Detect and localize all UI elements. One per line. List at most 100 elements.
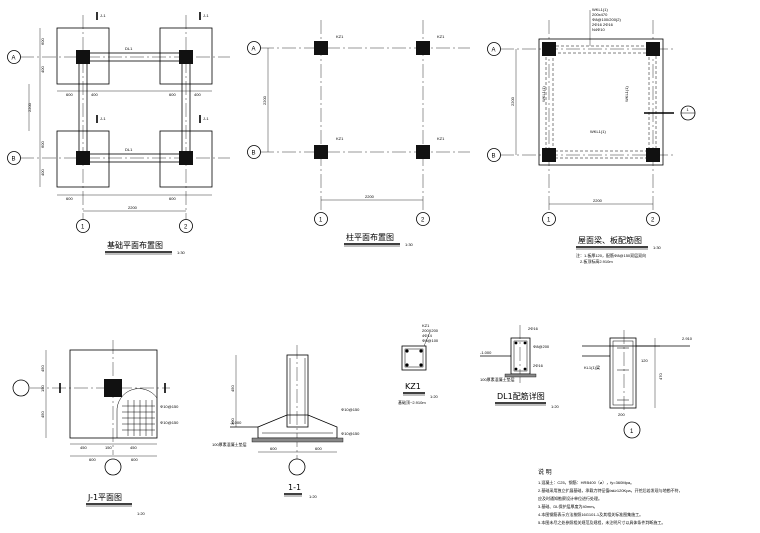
rebar-arc bbox=[116, 388, 158, 438]
dim-text: 2200 bbox=[510, 96, 515, 106]
notes-item: 4.本图钢筋表示方法按照16G101-1及其相关标准图集施工。 bbox=[538, 511, 643, 517]
dim-text: 2200 bbox=[365, 194, 375, 199]
rebar-dot bbox=[419, 363, 423, 367]
beam-spec: WKL1(1) bbox=[592, 7, 608, 12]
notes-item: 应及时通知勘察设计单位进行处理。 bbox=[538, 495, 602, 501]
dim-text: 400 bbox=[91, 92, 98, 97]
axis-bubble-a bbox=[7, 50, 21, 64]
axis-label-a: A bbox=[252, 47, 256, 53]
stirrup bbox=[513, 340, 528, 372]
rebar-label: Φ8@200 bbox=[533, 344, 550, 349]
dim-text: 600 bbox=[270, 446, 277, 451]
kz1-elev-note: 基础顶~2.910m bbox=[398, 399, 426, 405]
beam-spec: Φ8@100/200(2) bbox=[592, 17, 621, 22]
footing-section bbox=[257, 414, 338, 439]
stirrup bbox=[404, 348, 424, 368]
axis-bubble-b bbox=[487, 148, 501, 162]
beam-inner-dashed bbox=[552, 52, 650, 152]
column-kz1 bbox=[416, 145, 430, 159]
beam-label: DL1 bbox=[125, 46, 133, 51]
kz1-spec: Φ8@100 bbox=[422, 338, 439, 343]
footing-a2 bbox=[159, 27, 213, 85]
dim-text: 2200 bbox=[128, 205, 138, 210]
rebar-dot bbox=[514, 367, 518, 371]
rebar-dot bbox=[405, 349, 409, 353]
rebar-label: 2Φ16 bbox=[528, 326, 539, 331]
dim-text: 300 bbox=[230, 418, 235, 425]
beam-label: DL1 bbox=[125, 147, 133, 152]
rebar-label: Φ10@150 bbox=[341, 431, 360, 436]
column-label: KZ1 bbox=[336, 136, 344, 141]
dl1-detail-view: 2Φ16 Φ8@200 2Φ16 -1.000 100厚素混凝土垫层 DL1配筋… bbox=[480, 325, 560, 409]
roof-note: 2.板顶标高2.910m bbox=[580, 258, 613, 264]
view-title: 屋面梁、板配筋图 bbox=[578, 235, 642, 245]
view-title: DL1配筋详图 bbox=[497, 391, 545, 401]
kz1-spec: 200X200 bbox=[422, 328, 439, 333]
beam-label: WKL1(1) bbox=[624, 86, 629, 102]
dim-text: 2200 bbox=[262, 95, 267, 105]
axis-bubble-2 bbox=[416, 212, 430, 226]
axis-label-1: 1 bbox=[319, 218, 323, 224]
rebar-label: Φ10@150 bbox=[160, 404, 179, 409]
rebar-dot bbox=[405, 363, 409, 367]
view-title: 1-1 bbox=[288, 483, 301, 492]
axis-bubble bbox=[12, 379, 30, 397]
notes-item: 3.基础、DL保护层厚度为40mm。 bbox=[538, 503, 598, 509]
view-scale: 1:20 bbox=[551, 404, 560, 409]
view-scale: 1:20 bbox=[430, 394, 439, 399]
column-plan-view: KZ1 KZ1 KZ1 KZ1 2200 2200 A B 1 2 柱平面布置图… bbox=[247, 20, 470, 247]
rebar-dot bbox=[523, 341, 527, 345]
dim-text: 450 bbox=[40, 365, 45, 372]
rebar-dot bbox=[523, 367, 527, 371]
dim-text: 2200 bbox=[593, 198, 603, 203]
view-scale: 1:20 bbox=[137, 511, 146, 516]
dim-text: 2200 bbox=[27, 102, 32, 112]
footing-b2 bbox=[159, 130, 213, 188]
design-notes: 说 明 1.混凝土：C25，钢筋：HRB400（⌀），fy=360Mpa。 2.… bbox=[538, 468, 683, 525]
axis-bubble bbox=[104, 458, 122, 476]
axis-label-1: 1 bbox=[547, 218, 551, 224]
dim-text: 470 bbox=[658, 373, 663, 380]
footing-outline bbox=[69, 349, 158, 439]
stirrup bbox=[612, 340, 634, 406]
notes-heading: 说 明 bbox=[538, 468, 552, 476]
axis-bubble-b bbox=[7, 151, 21, 165]
view-title: J-1平面图 bbox=[87, 493, 122, 502]
section-label: J-1 bbox=[203, 116, 209, 121]
column-label: KZ1 bbox=[437, 34, 445, 39]
column-kz1 bbox=[416, 41, 430, 55]
axis-label-a: A bbox=[12, 56, 16, 62]
roof-note: 注：1.板厚120，配筋Φ8@150双层双向 bbox=[576, 252, 646, 258]
column-corner bbox=[646, 42, 660, 56]
dim-text: 400 bbox=[40, 66, 45, 73]
column-kz1 bbox=[314, 41, 328, 55]
axis-bubble-2 bbox=[646, 212, 660, 226]
footing-a1 bbox=[56, 27, 110, 85]
beam-label: WKL1(1) bbox=[590, 129, 606, 134]
kz1-spec: 4Φ14 bbox=[422, 333, 433, 338]
axis-label-1: 1 bbox=[81, 225, 85, 231]
detail-1-view: 2.910 KL1(1)梁 120 470 200 1 bbox=[582, 330, 693, 439]
view-title: 柱平面布置图 bbox=[346, 232, 394, 242]
roof-beam-slab-view: WKL1(1) 200x470 Φ8@100/200(2) 2Φ16 2Φ16 … bbox=[487, 7, 696, 264]
foundation-plan-view: J-1 J-1 J-1 J-1 DL1 DL1 2200 600 400 600… bbox=[7, 12, 230, 255]
axis-label-a: A bbox=[492, 48, 496, 54]
dim-text: 600 bbox=[131, 457, 138, 462]
cushion-layer bbox=[251, 437, 344, 443]
section-label: J-1 bbox=[100, 13, 106, 18]
column-section bbox=[401, 345, 427, 371]
dim-text: 600 bbox=[169, 92, 176, 97]
dim-text: 400 bbox=[40, 169, 45, 176]
column-label: KZ1 bbox=[437, 136, 445, 141]
detail-index-bubble bbox=[623, 421, 641, 439]
column-corner bbox=[542, 148, 556, 162]
rebar-label: Φ10@150 bbox=[160, 420, 179, 425]
cushion-layer bbox=[504, 373, 537, 378]
axis-label-2: 2 bbox=[421, 218, 425, 224]
elevation-text: -1.000 bbox=[230, 420, 242, 425]
beam-spec: 200x470 bbox=[592, 12, 608, 17]
section-label: J-1 bbox=[203, 13, 209, 18]
axis-label-b: B bbox=[252, 151, 256, 157]
dim-text: 450 bbox=[80, 445, 87, 450]
